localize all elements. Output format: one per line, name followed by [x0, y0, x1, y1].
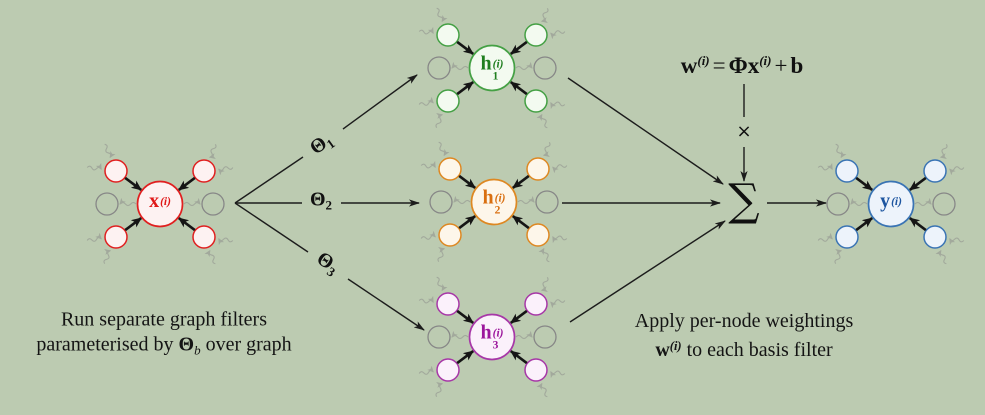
caption-right: Apply per-node weightings w(i) to each b…	[635, 309, 853, 363]
node-letter: h	[480, 52, 492, 75]
sum-operator: ∑	[728, 175, 760, 226]
theta2-label: Θ2	[310, 189, 332, 214]
node-subscript: 1	[492, 70, 499, 82]
h3-to-sum-arrow	[569, 220, 726, 323]
node-letter: h	[480, 321, 492, 344]
node-superscript: (i)	[494, 192, 506, 205]
theta1-arrow	[342, 74, 418, 130]
node-superscript: (i)	[160, 195, 171, 208]
weight-formula: w(i)=Φx(i)+b	[681, 53, 804, 79]
equals-sign: =	[712, 53, 726, 78]
theta1-arrow-segment	[234, 156, 304, 204]
formula-coef: Φx	[728, 53, 760, 78]
node-label-h2: h(i)2	[483, 188, 506, 217]
caption-right-line1: Apply per-node weightings	[634, 310, 854, 332]
node-supsub: (i)2	[494, 192, 506, 217]
node-letter: x	[149, 189, 160, 212]
h1-to-sum-arrow	[567, 77, 724, 185]
node-label-h3: h(i)3	[481, 323, 504, 352]
plus-sign: +	[774, 53, 788, 78]
formula-lhs: w	[680, 53, 698, 78]
node-superscript: (i)	[891, 195, 902, 208]
node-supsub: (i)1	[492, 58, 504, 83]
caption-text: over graph	[200, 333, 292, 356]
caption-left-line2: parameterised by Θb over graph	[36, 333, 291, 363]
caption-left-line1: Run separate graph filters	[60, 308, 268, 331]
caption-right-line2: w(i) to each basis filter	[635, 334, 853, 363]
node-letter: h	[482, 186, 494, 209]
node-superscript: (i)	[492, 327, 504, 340]
theta3-arrow-segment	[234, 202, 309, 253]
caption-text: to each basis filter	[681, 339, 833, 361]
theta-subscript: b	[194, 342, 201, 358]
node-supsub: (i)	[160, 195, 171, 218]
node-label-y: y(i)	[880, 191, 902, 218]
w-symbol: w	[655, 339, 670, 361]
node-subscript: 2	[494, 204, 501, 216]
theta-subscript: 2	[325, 197, 333, 213]
node-letter: y	[880, 189, 891, 212]
times-operator: ×	[736, 121, 752, 142]
formula-lhs-sup: (i)	[697, 53, 710, 68]
formula-bias: b	[790, 53, 804, 78]
node-supsub: (i)	[891, 195, 902, 218]
node-label-x: x(i)	[149, 191, 171, 218]
theta-symbol: Θ	[309, 188, 326, 211]
caption-text: parameterised by	[36, 333, 179, 356]
theta-symbol: Θ	[178, 333, 195, 356]
node-subscript: 3	[492, 339, 499, 351]
node-superscript: (i)	[492, 58, 504, 71]
theta3-arrow	[347, 278, 425, 331]
node-supsub: (i)3	[492, 327, 504, 352]
caption-left: Run separate graph filters parameterised…	[36, 308, 291, 363]
w-superscript: (i)	[669, 339, 682, 353]
formula-coef-sup: (i)	[759, 53, 772, 68]
node-label-h1: h(i)1	[481, 54, 504, 83]
